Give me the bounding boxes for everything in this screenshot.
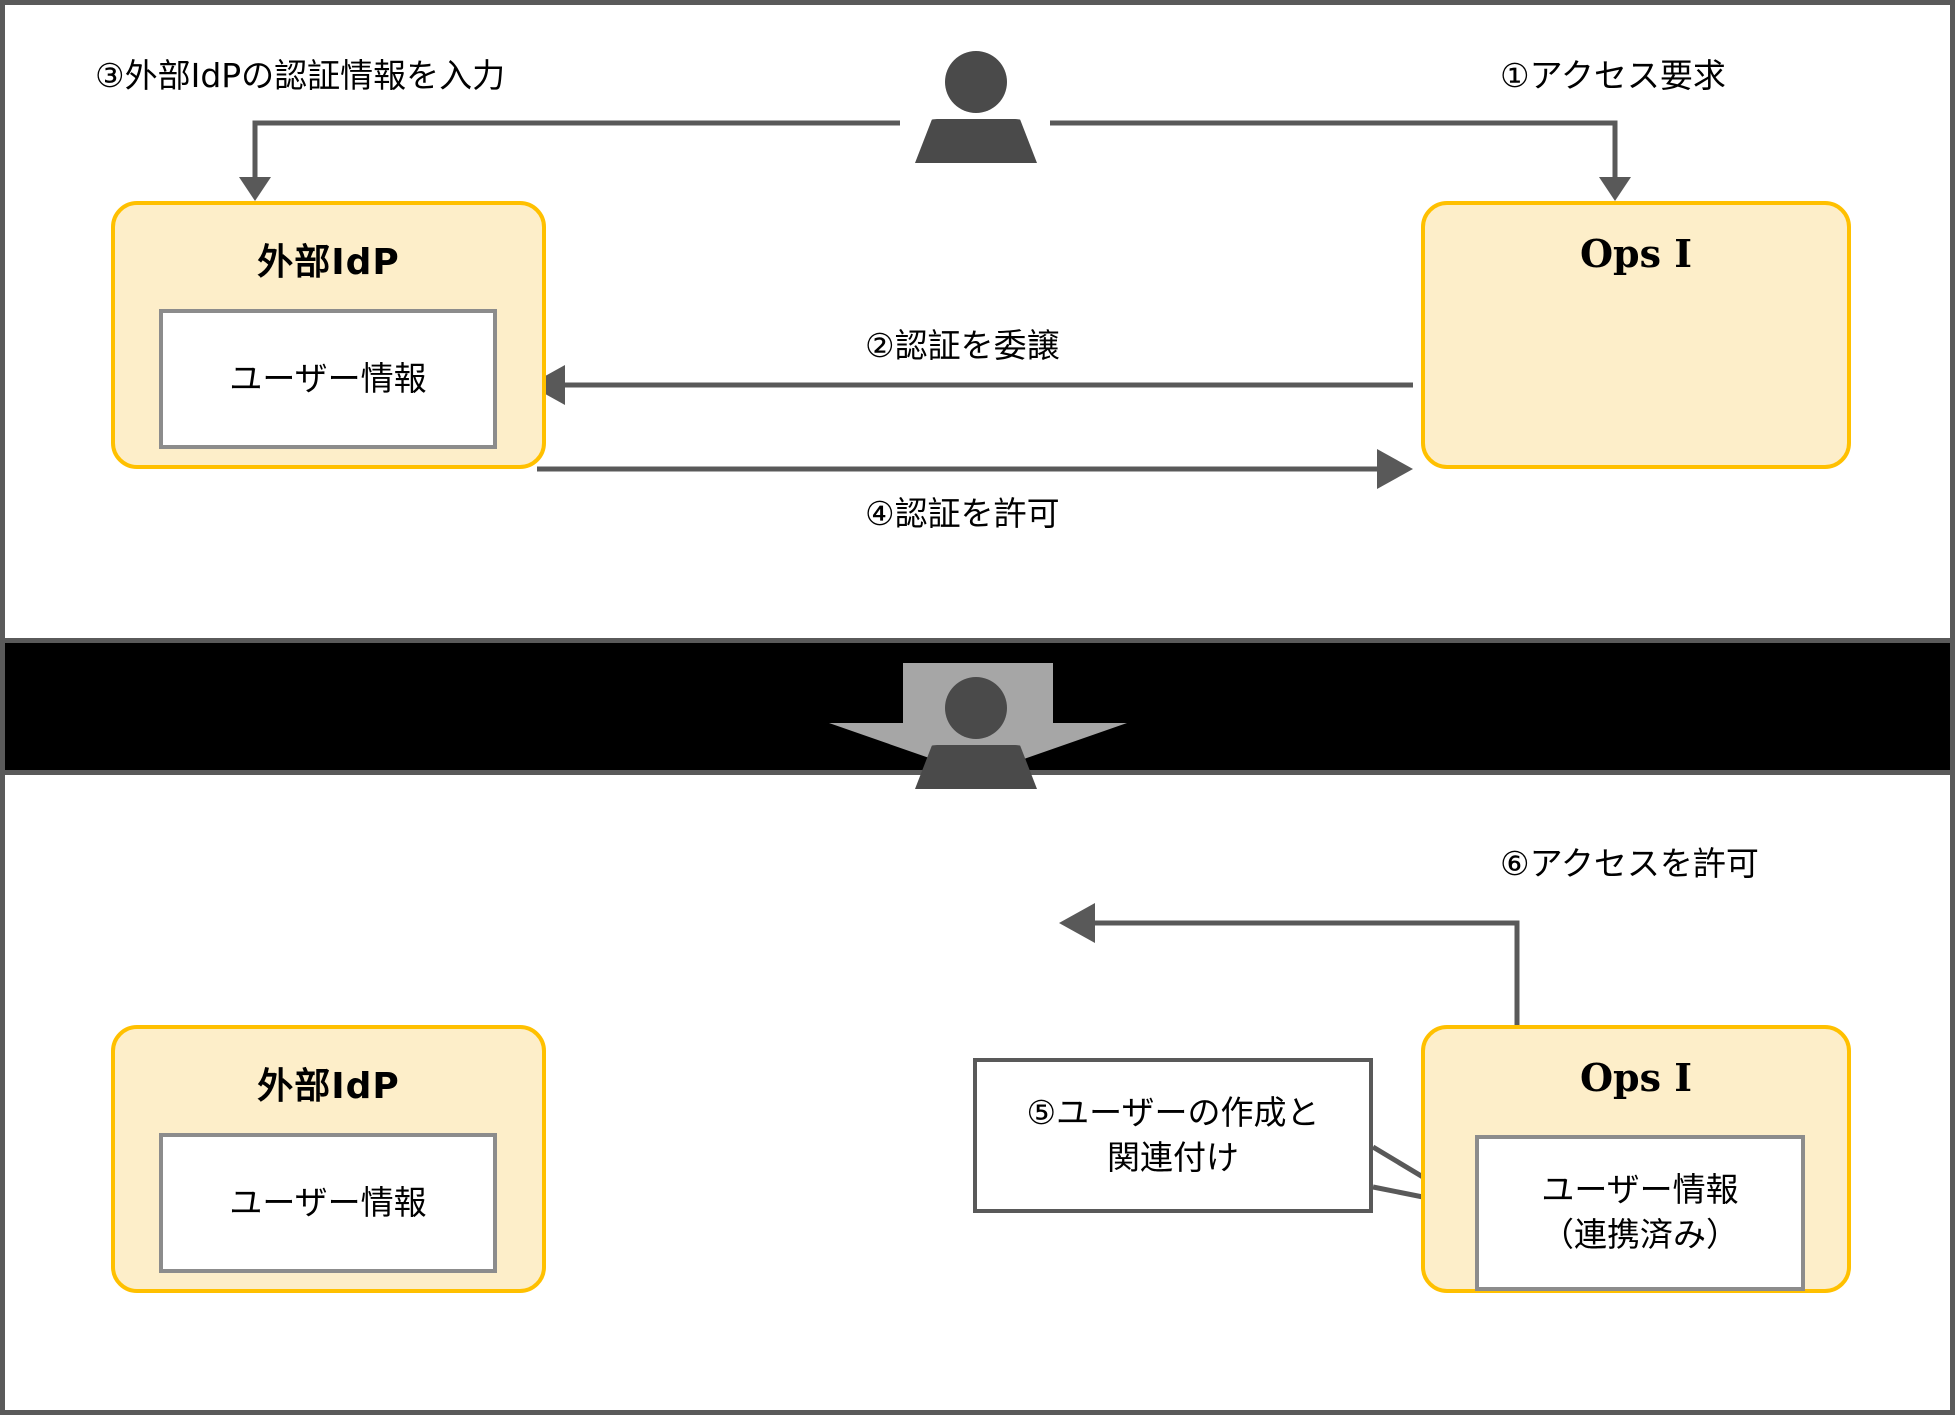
- person-head-icon: [945, 51, 1007, 113]
- person-body-icon: [915, 745, 1037, 789]
- person-head-icon: [945, 677, 1007, 739]
- person-body-icon: [915, 119, 1037, 163]
- step5-line2: 関連付け: [1107, 1137, 1239, 1177]
- external-idp-box-top[interactable]: 外部IdP ユーザー情報: [111, 201, 546, 469]
- idp-user-info-box: ユーザー情報: [159, 309, 497, 449]
- step5-callout: ⑤ユーザーの作成と 関連付け: [973, 1058, 1373, 1213]
- ops-user-info-box: ユーザー情報 （連携済み）: [1475, 1135, 1805, 1291]
- step3-label: ③外部IdPの認証情報を入力: [95, 56, 506, 95]
- ops-i-box-bottom[interactable]: Ops I ユーザー情報 （連携済み）: [1421, 1025, 1851, 1293]
- step4-label: ④認証を許可: [865, 494, 1060, 533]
- ops-i-box-top[interactable]: Ops I: [1421, 201, 1851, 469]
- user-person-icon-top: [905, 51, 1045, 163]
- idp-user-info-box: ユーザー情報: [159, 1133, 497, 1273]
- ops-i-title: Ops I: [1579, 231, 1693, 276]
- ops-user-info-line1: ユーザー情報: [1541, 1170, 1739, 1210]
- external-idp-title: 外部IdP: [257, 242, 400, 283]
- user-person-icon-bottom: [905, 677, 1045, 789]
- ops-user-info-line2: （連携済み）: [1541, 1215, 1739, 1254]
- step1-label: ①アクセス要求: [1500, 56, 1726, 95]
- step5-line1: ⑤ユーザーの作成と: [1026, 1092, 1320, 1132]
- ops-i-title: Ops I: [1579, 1055, 1693, 1100]
- external-idp-box-bottom[interactable]: 外部IdP ユーザー情報: [111, 1025, 546, 1293]
- step2-label: ②認証を委譲: [865, 326, 1060, 365]
- step6-label: ⑥アクセスを許可: [1500, 844, 1759, 883]
- external-idp-title: 外部IdP: [257, 1066, 400, 1107]
